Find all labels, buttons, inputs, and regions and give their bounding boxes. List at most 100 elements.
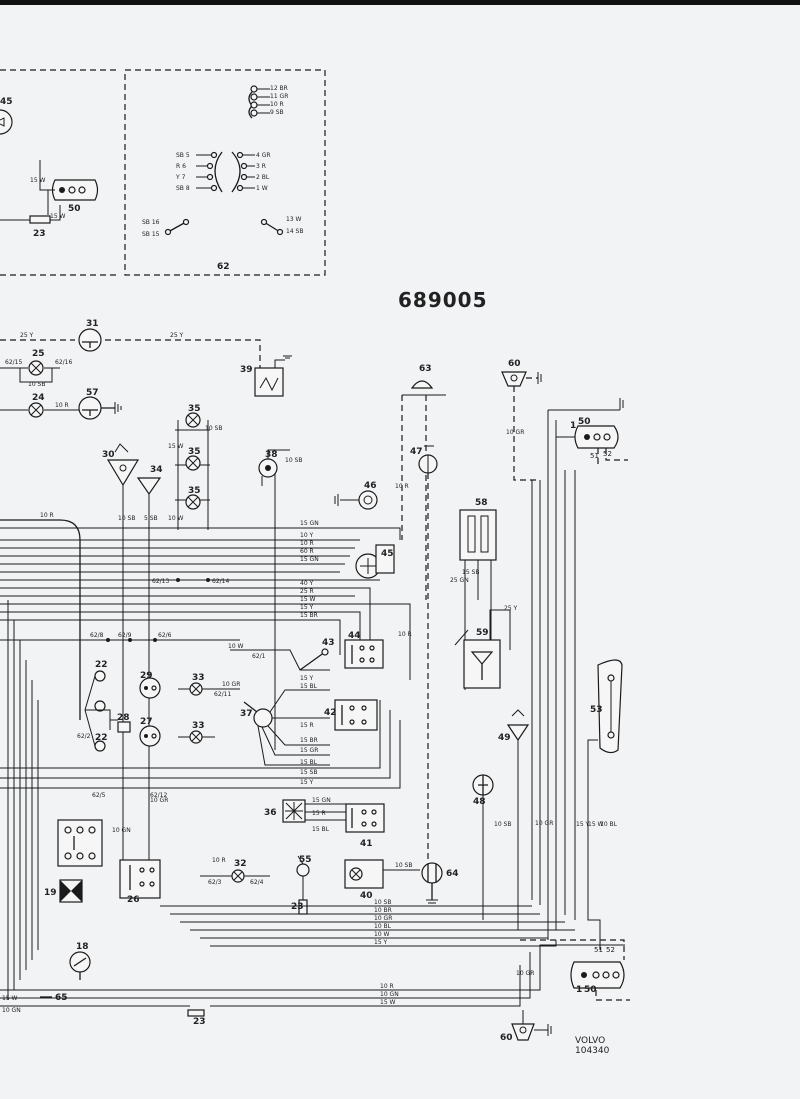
connector-label: 62/12 (150, 792, 167, 799)
component-45 (355, 544, 395, 579)
wire-label: 15 BR (300, 612, 318, 619)
inset-label: 9 SB (270, 109, 284, 116)
wire-label: 15 R (312, 810, 326, 817)
wire-label: 25 Y (504, 605, 518, 612)
wire-label: 15 SB (462, 569, 479, 576)
component-31 (78, 328, 102, 352)
wire-label: 5 SB (144, 515, 158, 522)
splice-dot (106, 638, 110, 642)
component-label: 50 (68, 204, 81, 214)
component-44 (344, 639, 384, 669)
wire-label: 10 R (55, 402, 69, 409)
component-label: 57 (86, 388, 99, 398)
component-49 (506, 709, 530, 930)
ground-symbol (114, 355, 624, 1036)
connector-label: 62/8 (90, 632, 104, 639)
inset-label: 1 W (256, 185, 268, 192)
component-label: 51 (590, 452, 599, 460)
wire-label: 15 BL (312, 826, 330, 833)
inset-label: 2 BL (256, 174, 270, 181)
wire-label: 10 BL (600, 821, 618, 828)
wire-label: 10 SB (28, 381, 45, 388)
wire-label: 10 W (168, 515, 184, 522)
component-53 (587, 659, 623, 950)
wire-label: 10 GR (506, 429, 524, 436)
wire-label: 10 SB (374, 899, 391, 906)
component-28 (117, 721, 131, 733)
component-label: 41 (360, 839, 373, 849)
component-label: 22 (95, 660, 108, 670)
fuse-block-left (57, 819, 103, 867)
wire-label: 10 BR (374, 907, 392, 914)
reference-number: 104340 (575, 1046, 610, 1056)
wire-label: 10 GR (516, 970, 534, 977)
component-label: 38 (265, 450, 278, 460)
component-26 (119, 859, 161, 899)
wire-label: 10 R (40, 512, 54, 519)
component-label: 53 (590, 705, 603, 715)
wire-label: 15 Y (300, 675, 314, 682)
wire-label: 60 R (300, 548, 314, 555)
wire-label: 10 BL (374, 923, 392, 930)
component-label: 32 (234, 859, 247, 869)
brand-label: VOLVO (575, 1036, 605, 1046)
wire-label: 10 SB (118, 515, 135, 522)
component-37 (243, 689, 330, 766)
component-label: 64 (446, 869, 459, 879)
wire-label: 15 W (2, 995, 18, 1002)
connector-label: 62/2 (77, 733, 91, 740)
lamp-cluster-50-top (39, 160, 99, 215)
component-label: 33 (192, 721, 205, 731)
wire-label: 10 R (212, 857, 226, 864)
wire-label: 40 Y (300, 580, 314, 587)
component-25 (0, 360, 60, 383)
drawing-number: 689005 (398, 288, 488, 312)
wire-label: 10 R (380, 983, 394, 990)
component-label: 50 (578, 417, 591, 427)
connector-label: 62/15 (5, 359, 22, 366)
component-label: 24 (32, 393, 45, 403)
wire-label: 10 GR (374, 915, 392, 922)
connector-label: 62/13 (152, 578, 169, 585)
component-33 (178, 682, 240, 744)
component-47 (418, 445, 438, 860)
component-label: 35 (188, 486, 201, 496)
wire-label: 10 SB (494, 821, 511, 828)
component-19 (59, 879, 83, 903)
wire-label: 10 GR (222, 681, 240, 688)
component-label: 28 (117, 713, 130, 723)
wire-label: 10 GR (535, 820, 553, 827)
component-label: 19 (44, 888, 57, 898)
component-label: 65 (55, 993, 68, 1003)
component-label: 52 (603, 450, 612, 458)
component-60-bottom (511, 1010, 548, 1041)
component-label: 39 (240, 365, 253, 375)
component-34 (136, 477, 162, 860)
wire-label: 15 W (380, 999, 396, 1006)
wire-label: 10 Y (300, 532, 314, 539)
inset-terminal-top (248, 85, 270, 119)
connector-label: 62/5 (92, 792, 106, 799)
component-41 (345, 803, 385, 833)
component-22 (84, 670, 118, 752)
component-40 (344, 859, 420, 889)
component-label: 1 (570, 421, 576, 431)
wire-label: 10 GN (380, 991, 399, 998)
inset-label: 14 SB (286, 228, 303, 235)
component-57 (78, 396, 115, 420)
component-label: 45 (381, 549, 394, 559)
wire-label: 25 Y (20, 332, 34, 339)
inset-label: 11 GR (270, 93, 288, 100)
component-58 (459, 509, 497, 690)
component-label: 18 (76, 942, 89, 952)
wire-label: 15 W (50, 213, 66, 220)
component-label: 55 (299, 855, 312, 865)
connector-label: 62/4 (250, 879, 264, 886)
component-label: 35 (188, 404, 201, 414)
component-label: 33 (192, 673, 205, 683)
component-label: 47 (410, 447, 423, 457)
wire-label: 15 Y (300, 604, 314, 611)
wire-label: 15 BL (300, 759, 318, 766)
inset-label: SB 15 (142, 231, 160, 238)
